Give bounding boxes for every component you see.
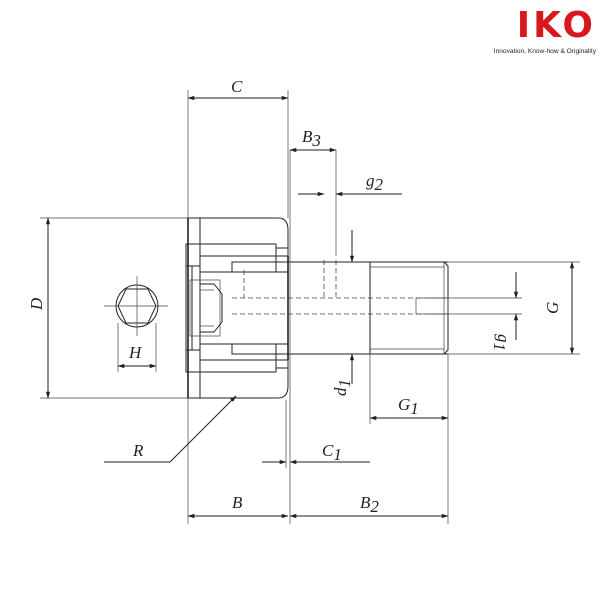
label-C1: C1 xyxy=(322,441,342,464)
label-R: R xyxy=(132,441,144,460)
outer-ring xyxy=(187,217,289,399)
label-g1: g1 xyxy=(490,334,513,351)
label-H: H xyxy=(128,343,143,362)
oil-hole-hidden xyxy=(232,260,430,315)
stud-shaft xyxy=(287,256,449,360)
label-B3: B3 xyxy=(302,127,321,150)
label-g2: g2 xyxy=(366,171,384,194)
dimension-labels: C B3 g2 D H G g1 d1 G1 R C1 B B2 xyxy=(27,77,562,516)
label-B: B xyxy=(232,493,243,512)
hex-end-view xyxy=(104,276,168,336)
needle-rollers xyxy=(200,247,289,369)
dimension-lines xyxy=(45,95,575,519)
label-B2: B2 xyxy=(360,493,379,516)
brand-name: IKO xyxy=(516,5,596,46)
label-D: D xyxy=(27,297,46,311)
label-d1: d1 xyxy=(331,379,354,396)
brand-logo: IKO Innovation, Know-how & Originality xyxy=(484,6,596,64)
stud-head xyxy=(189,271,288,345)
brand-tagline: Innovation, Know-how & Originality xyxy=(493,48,596,55)
label-G: G xyxy=(543,302,562,314)
label-G1: G1 xyxy=(398,395,419,418)
extension-lines xyxy=(40,90,580,524)
label-C: C xyxy=(231,77,243,96)
